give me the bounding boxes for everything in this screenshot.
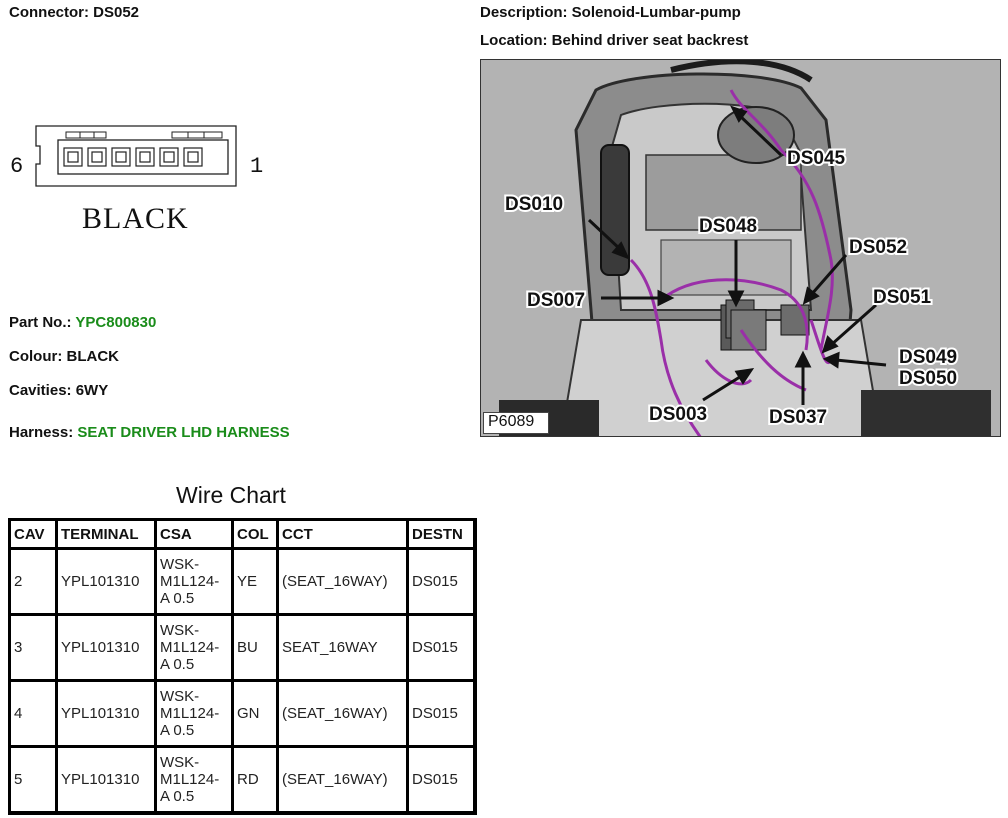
photo-id: P6089 <box>488 413 535 430</box>
wire-chart-title: Wire Chart <box>176 482 286 508</box>
table-row: 2 YPL101310 WSK-M1L124-A 0.5 YE (SEAT_16… <box>10 549 475 615</box>
description-label: Description: Solenoid-Lumbar-pump <box>480 4 741 21</box>
header-destn: DESTN <box>408 520 475 549</box>
callout-ds052: DS052 <box>849 237 907 258</box>
callout-ds049: DS049 <box>899 347 957 368</box>
table-row: 3 YPL101310 WSK-M1L124-A 0.5 BU SEAT_16W… <box>10 615 475 681</box>
wire-chart-table: CAV TERMINAL CSA COL CCT DESTN 2 YPL1013… <box>8 518 477 815</box>
cell-col: GN <box>233 681 278 747</box>
pin-number-right: 1 <box>250 154 264 179</box>
cell-cct: SEAT_16WAY <box>278 615 408 681</box>
location-photo: DS045 DS010 DS048 DS052 DS007 DS051 DS04… <box>480 59 1001 437</box>
cell-cct: (SEAT_16WAY) <box>278 747 408 813</box>
pin-number-left: 6 <box>10 154 24 179</box>
colour-value: BLACK <box>66 348 120 365</box>
cell-terminal: YPL101310 <box>57 615 156 681</box>
cell-destn: DS015 <box>408 747 475 813</box>
callout-ds003: DS003 <box>649 404 707 425</box>
cell-cav: 4 <box>10 681 57 747</box>
connector-label: Connector: DS052 <box>9 4 140 21</box>
harness-label: Harness: <box>9 424 74 441</box>
cavities-label: Cavities: <box>9 382 72 399</box>
cell-csa: WSK-M1L124-A 0.5 <box>156 747 233 813</box>
part-number-link[interactable]: YPC800830 <box>75 314 157 331</box>
colour-row: Colour: BLACK <box>9 348 119 365</box>
callout-ds050: DS050 <box>899 368 957 389</box>
header-col: COL <box>233 520 278 549</box>
cell-col: RD <box>233 747 278 813</box>
cell-destn: DS015 <box>408 615 475 681</box>
callout-ds037: DS037 <box>769 407 827 428</box>
table-row: 5 YPL101310 WSK-M1L124-A 0.5 RD (SEAT_16… <box>10 747 475 813</box>
cell-terminal: YPL101310 <box>57 681 156 747</box>
cell-col: BU <box>233 615 278 681</box>
table-row: 4 YPL101310 WSK-M1L124-A 0.5 GN (SEAT_16… <box>10 681 475 747</box>
cell-destn: DS015 <box>408 681 475 747</box>
cell-terminal: YPL101310 <box>57 747 156 813</box>
connector-face-diagram <box>35 125 237 187</box>
cavities-value: 6WY <box>75 382 109 399</box>
callout-ds051: DS051 <box>873 287 932 308</box>
cell-cav: 5 <box>10 747 57 813</box>
harness-row: Harness: SEAT DRIVER LHD HARNESS <box>9 424 290 441</box>
callout-ds007: DS007 <box>527 290 585 311</box>
photo-id-box <box>483 412 549 434</box>
header-csa: CSA <box>156 520 233 549</box>
cell-cct: (SEAT_16WAY) <box>278 681 408 747</box>
cell-cav: 3 <box>10 615 57 681</box>
colour-label: Colour: <box>9 348 63 365</box>
cell-destn: DS015 <box>408 549 475 615</box>
connector-colour-text: BLACK <box>82 202 189 235</box>
cell-cav: 2 <box>10 549 57 615</box>
cell-csa: WSK-M1L124-A 0.5 <box>156 615 233 681</box>
cell-cct: (SEAT_16WAY) <box>278 549 408 615</box>
part-number-label: Part No.: <box>9 314 72 331</box>
location-label: Location: Behind driver seat backrest <box>480 32 749 49</box>
cell-csa: WSK-M1L124-A 0.5 <box>156 681 233 747</box>
header-terminal: TERMINAL <box>57 520 156 549</box>
wire-chart-header-row: CAV TERMINAL CSA COL CCT DESTN <box>10 520 475 549</box>
header-cav: CAV <box>10 520 57 549</box>
header-cct: CCT <box>278 520 408 549</box>
cell-csa: WSK-M1L124-A 0.5 <box>156 549 233 615</box>
part-number-row: Part No.: YPC800830 <box>9 314 156 331</box>
callout-ds010: DS010 <box>505 194 563 215</box>
callout-ds045: DS045 <box>787 148 846 169</box>
harness-link[interactable]: SEAT DRIVER LHD HARNESS <box>77 424 290 441</box>
cavities-row: Cavities: 6WY <box>9 382 108 399</box>
cell-terminal: YPL101310 <box>57 549 156 615</box>
callout-ds048: DS048 <box>699 216 757 237</box>
cell-col: YE <box>233 549 278 615</box>
